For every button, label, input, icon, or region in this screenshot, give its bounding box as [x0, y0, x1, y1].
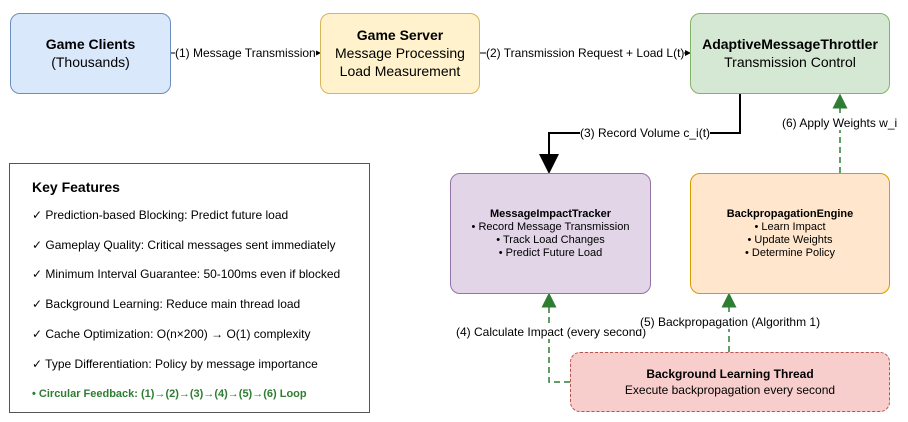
- feature-item: ✓ Prediction-based Blocking: Predict fut…: [32, 208, 289, 222]
- impact-tracker-title: MessageImpactTracker: [489, 208, 612, 220]
- edge-4-label: (4) Calculate Impact (every second): [456, 325, 647, 339]
- backprop-engine-node: BackpropagationEngine • Learn Impact • U…: [690, 173, 890, 294]
- feature-item: ✓ Gameplay Quality: Critical messages se…: [32, 238, 336, 252]
- circular-feedback-note: • Circular Feedback: (1)→(2)→(3)→(4)→(5)…: [32, 388, 307, 400]
- edge-3-label: (3) Record Volume c_i(t): [580, 126, 711, 140]
- feature-item: ✓ Type Differentiation: Policy by messag…: [32, 357, 318, 371]
- game-clients-subtitle: (Thousands): [51, 54, 130, 70]
- impact-tracker-node: MessageImpactTracker • Record Message Tr…: [450, 173, 651, 294]
- game-server-node: Game Server Message Processing Load Meas…: [320, 13, 480, 94]
- key-features-box: Key Features ✓ Prediction-based Blocking…: [9, 163, 370, 413]
- learning-thread-title: Background Learning Thread: [646, 367, 814, 381]
- game-server-line1: Message Processing: [335, 45, 465, 61]
- impact-tracker-item: • Predict Future Load: [498, 247, 603, 259]
- game-server-line2: Load Measurement: [339, 63, 461, 79]
- throttler-node: AdaptiveMessageThrottler Transmission Co…: [690, 13, 890, 94]
- backprop-engine-item: • Learn Impact: [754, 221, 826, 233]
- feature-item: ✓ Background Learning: Reduce main threa…: [32, 297, 301, 311]
- edge-6-label: (6) Apply Weights w_i: [782, 116, 898, 130]
- game-server-title: Game Server: [356, 27, 444, 43]
- backprop-engine-item: • Update Weights: [747, 234, 833, 246]
- edge-4-line: [541, 292, 570, 383]
- impact-tracker-item: • Track Load Changes: [496, 234, 605, 246]
- key-features-title: Key Features: [32, 179, 120, 195]
- feature-item: ✓ Cache Optimization: O(n×200) → O(1) co…: [32, 327, 311, 341]
- edge-5-label: (5) Backpropagation (Algorithm 1): [640, 315, 821, 329]
- game-clients-title: Game Clients: [45, 36, 136, 52]
- backprop-engine-item: • Determine Policy: [744, 247, 836, 259]
- backprop-engine-title: BackpropagationEngine: [726, 208, 854, 220]
- feature-item: ✓ Minimum Interval Guarantee: 50-100ms e…: [32, 267, 341, 281]
- game-clients-node: Game Clients (Thousands): [10, 13, 171, 94]
- impact-tracker-item: • Record Message Transmission: [471, 221, 630, 233]
- learning-thread-subtitle: Execute backpropagation every second: [624, 383, 836, 397]
- edge-1-label: (1) Message Transmission: [175, 46, 316, 60]
- edge-2-label: (2) Transmission Request + Load L(t): [486, 46, 685, 60]
- throttler-title: AdaptiveMessageThrottler: [702, 36, 878, 52]
- throttler-subtitle: Transmission Control: [724, 54, 856, 70]
- learning-thread-node: Background Learning Thread Execute backp…: [570, 352, 890, 412]
